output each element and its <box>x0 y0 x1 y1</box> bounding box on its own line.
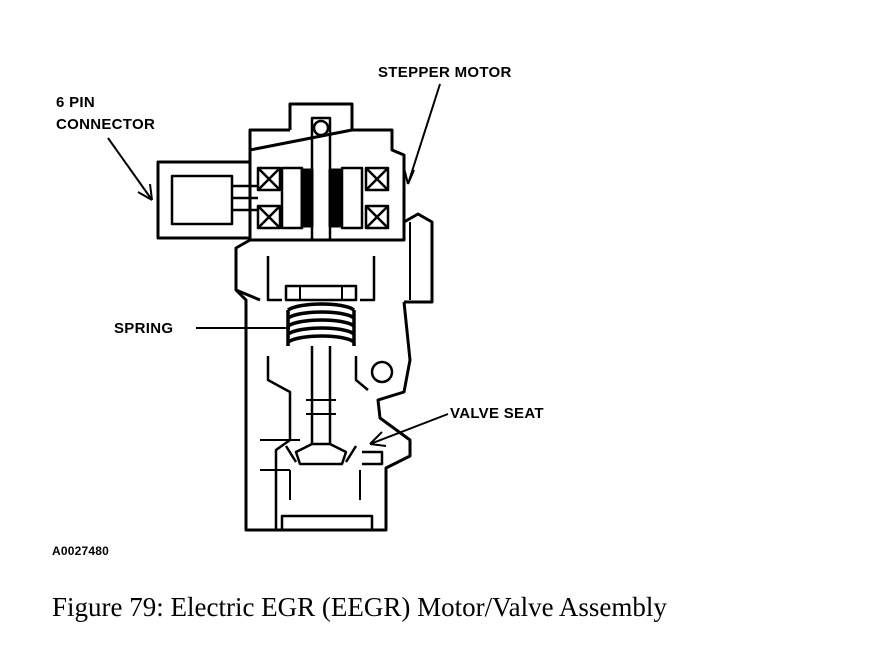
outlet-base <box>280 514 374 532</box>
outlet-port <box>289 470 361 500</box>
mounting-lug <box>403 212 434 304</box>
leader-valve-seat <box>369 413 449 445</box>
rotor-right <box>328 168 342 228</box>
valve-seat-label: VALVE SEAT <box>450 405 544 422</box>
left-coil <box>256 166 304 230</box>
connector-inner <box>170 174 234 226</box>
leader-6-pin-connector <box>107 137 153 201</box>
spring-label: SPRING <box>114 320 174 337</box>
connector-pins <box>232 184 258 212</box>
shaft-top-knob <box>312 119 330 137</box>
valve-pintle <box>294 442 348 466</box>
right-coil <box>340 166 390 230</box>
motor-housing <box>248 128 406 242</box>
motor-top-cap <box>288 102 354 130</box>
exhaust-passage <box>266 356 369 530</box>
figure-caption: Figure 79: Electric EGR (EEGR) Motor/Val… <box>52 592 667 622</box>
figure-code: A0027480 <box>52 544 109 558</box>
spring-coil <box>286 302 356 346</box>
leader-stepper-motor <box>407 83 441 185</box>
rotor-left <box>300 168 314 228</box>
valve-body <box>234 238 412 532</box>
connector-body <box>156 160 252 240</box>
valve-stem <box>310 346 332 444</box>
pin-connector-label-line2: CONNECTOR <box>56 116 156 133</box>
stepper-motor-label: STEPPER MOTOR <box>378 64 512 81</box>
spring-housing <box>266 256 376 302</box>
spring-top-plate <box>284 284 358 302</box>
valve-seat <box>284 445 384 466</box>
pin-connector-label-line1: 6 PIN <box>56 94 96 111</box>
mounting-hole <box>370 360 394 384</box>
